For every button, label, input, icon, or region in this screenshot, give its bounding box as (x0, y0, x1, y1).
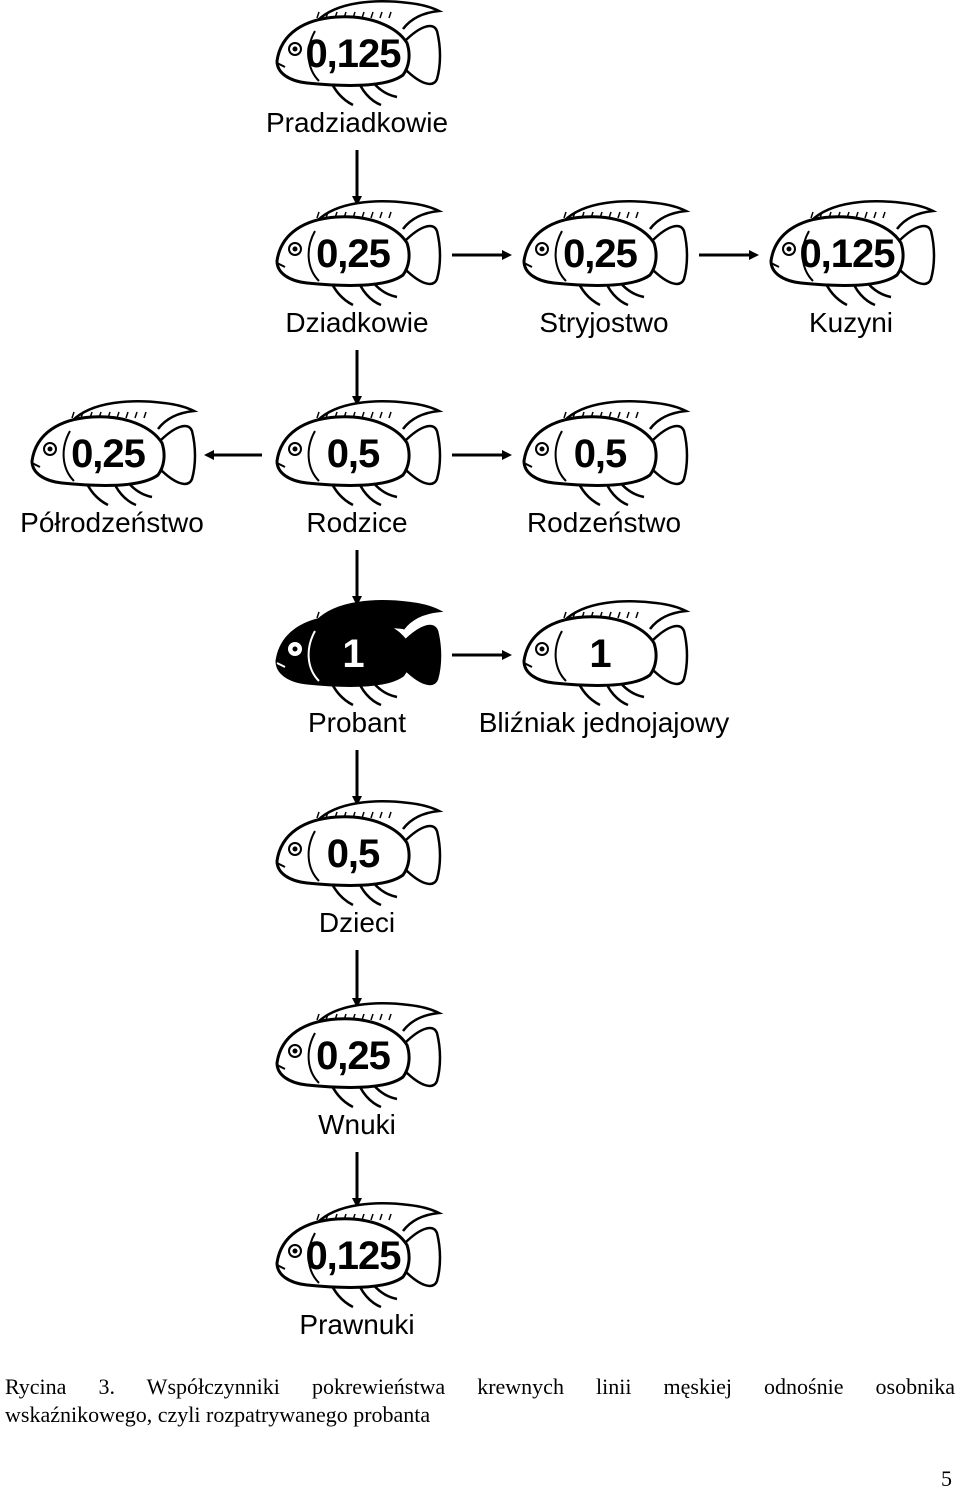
caption-line-2: wskaźnikowego, czyli rozpatrywanego prob… (5, 1402, 431, 1427)
coefficient-value: 0,125 (799, 232, 895, 276)
coefficient-value: 0,5 (327, 432, 380, 476)
relative-label: Dzieci (319, 907, 395, 938)
coefficient-value: 0,25 (316, 1034, 391, 1078)
fish-icon (522, 400, 691, 507)
relative-label: Rodzeństwo (527, 507, 681, 538)
fish-icon (522, 600, 691, 707)
fish-icon (275, 400, 444, 507)
coefficient-value: 1 (589, 632, 611, 676)
coefficient-value: 0,125 (305, 32, 401, 76)
fish-icon (30, 400, 199, 507)
coefficient-value: 1 (342, 632, 364, 676)
relative-label: Pradziadkowie (266, 107, 448, 138)
caption-line-1: Rycina 3. Współczynniki pokrewieństwa kr… (5, 1374, 955, 1399)
relative-label: Rodzice (306, 507, 407, 538)
page-number: 5 (941, 1466, 952, 1491)
coefficient-value: 0,25 (71, 432, 146, 476)
relative-label: Prawnuki (299, 1309, 414, 1340)
fish-icon (275, 800, 444, 907)
relative-label: Wnuki (318, 1109, 396, 1140)
fish-icon (275, 200, 444, 307)
relative-label: Stryjostwo (539, 307, 668, 338)
fish-icon (275, 600, 444, 707)
fish-icon (275, 0, 444, 107)
pedigree-diagram: 0,125Pradziadkowie0,25Dziadkowie0,25Stry… (20, 0, 938, 1340)
relative-label: Probant (308, 707, 406, 738)
fish-icon (275, 1202, 444, 1309)
fish-icon (769, 200, 938, 307)
fish-icon (275, 1002, 444, 1109)
coefficient-value: 0,25 (316, 232, 391, 276)
coefficient-value: 0,5 (327, 832, 380, 876)
relative-label: Bliźniak jednojajowy (479, 707, 730, 738)
coefficient-value: 0,125 (305, 1234, 401, 1278)
relative-label: Półrodzeństwo (20, 507, 204, 538)
relative-label: Dziadkowie (285, 307, 428, 338)
fish-icon (522, 200, 691, 307)
relative-label: Kuzyni (809, 307, 893, 338)
coefficient-value: 0,5 (574, 432, 627, 476)
coefficient-value: 0,25 (563, 232, 638, 276)
figure-caption: Rycina 3. Współczynniki pokrewieństwa kr… (5, 1373, 955, 1429)
